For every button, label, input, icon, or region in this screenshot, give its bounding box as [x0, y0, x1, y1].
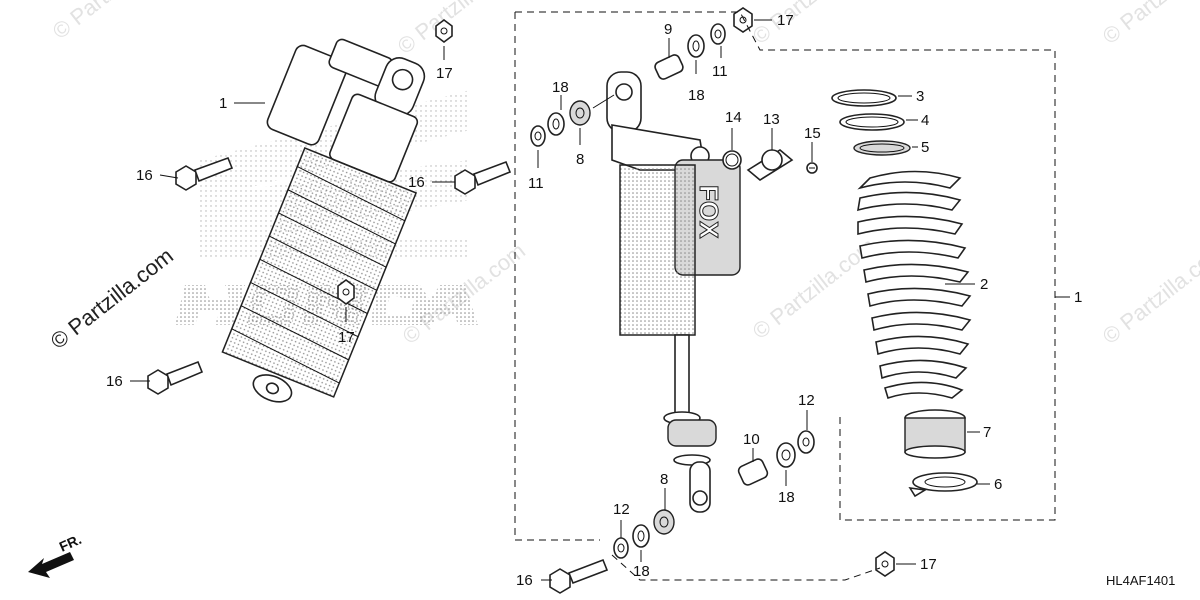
washer-11-left — [530, 125, 546, 147]
callout-18-top-left: 18 — [552, 79, 569, 96]
callout-15: 15 — [804, 125, 821, 142]
callout-4: 4 — [921, 112, 929, 129]
callout-7: 7 — [983, 424, 991, 441]
callout-17-top-right: 17 — [777, 12, 794, 29]
collar-10 — [737, 458, 769, 486]
direction-label: FR. — [57, 531, 84, 555]
flange-bolt-16-bottom — [549, 558, 609, 594]
callout-6: 6 — [994, 476, 1002, 493]
callout-12-right: 12 — [798, 392, 815, 409]
nut-17-top-left — [435, 19, 453, 43]
callout-17-bottom: 17 — [920, 556, 937, 573]
bearing-18-mid — [776, 442, 796, 468]
callout-14: 14 — [725, 109, 742, 126]
exploded-view-frame — [514, 11, 1056, 581]
front-direction-indicator: FR. — [28, 531, 84, 578]
damper-top-eye — [606, 71, 642, 133]
washer-11-top — [710, 23, 726, 45]
callout-16-bottom: 16 — [516, 572, 533, 589]
bump-stop — [667, 419, 717, 447]
bearing-8-bottom — [653, 509, 675, 535]
callout-16-top: 16 — [136, 167, 153, 184]
adjuster-ring-3 — [831, 89, 897, 107]
damper-unit-center: FOX — [606, 71, 741, 513]
watermark-text: © Partzilla.com — [748, 0, 880, 49]
adjuster-knob-13 — [746, 149, 794, 181]
nut-17-bottom — [875, 551, 895, 577]
leader-lines — [130, 19, 1070, 581]
lock-ring-4 — [839, 113, 905, 131]
callout-2: 2 — [980, 276, 988, 293]
callout-11-top: 11 — [712, 63, 728, 80]
shock-absorber-assembly-left — [221, 38, 426, 403]
screw-15 — [806, 162, 818, 174]
flange-bolt-16-mid — [454, 160, 512, 195]
watermark-text: © Partzilla.com — [1098, 238, 1200, 349]
callout-13: 13 — [763, 111, 780, 128]
oring-14 — [722, 150, 742, 170]
callout-5: 5 — [921, 139, 929, 156]
bearing-ring-5 — [853, 140, 911, 156]
washer-12-bottom — [613, 537, 629, 559]
watermark-text: © Partzilla.com — [393, 0, 525, 59]
nut-17-mid — [337, 279, 355, 305]
callout-1-right: 1 — [1074, 289, 1082, 306]
bearing-18-top-right — [687, 34, 705, 58]
callout-18-bottom: 18 — [633, 563, 650, 580]
callout-8-bottom: 8 — [660, 471, 668, 488]
bearing-8-top — [569, 100, 591, 126]
reservoir-left — [266, 44, 349, 146]
spring-stopper-6 — [908, 472, 978, 498]
watermark-text: © Partzilla.com — [1098, 0, 1200, 49]
damper-body — [619, 164, 696, 336]
spring-seat-7 — [904, 409, 966, 459]
callout-8-top: 8 — [576, 151, 584, 168]
callout-17-top-left: 17 — [436, 65, 453, 82]
callout-9: 9 — [664, 21, 672, 38]
bearing-18-bottom — [632, 524, 650, 548]
callout-16-mid: 16 — [408, 174, 425, 191]
flange-bolt-16-top — [175, 156, 234, 191]
callout-numbers: 1 16 17 16 17 16 9 18 11 17 18 8 11 14 1… — [106, 12, 1082, 589]
diagram-code: HL4AF1401 — [1106, 573, 1175, 588]
damper-shaft — [674, 334, 690, 416]
shock-brand-text: FOX — [694, 185, 724, 239]
callout-10: 10 — [743, 431, 760, 448]
callout-3: 3 — [916, 88, 924, 105]
watermark-text: © Partzilla.com — [48, 0, 180, 44]
callout-12-bottom: 12 — [613, 501, 630, 518]
flange-bolt-16-left-bottom — [147, 360, 204, 395]
watermark-text-dark: © Partzilla.com — [46, 243, 178, 354]
callout-18-mid: 18 — [778, 489, 795, 506]
callout-16-left-bottom: 16 — [106, 373, 123, 390]
washer-12-right — [797, 430, 815, 454]
callout-11-left: 11 — [528, 175, 544, 192]
callout-1-left: 1 — [219, 95, 227, 112]
spring-coils-left — [221, 147, 418, 398]
bearing-18-top-left — [547, 112, 565, 136]
callout-17-mid: 17 — [338, 329, 355, 346]
callout-18-top-right: 18 — [688, 87, 705, 104]
collar-9 — [654, 54, 684, 80]
coil-spring-2 — [857, 170, 972, 400]
